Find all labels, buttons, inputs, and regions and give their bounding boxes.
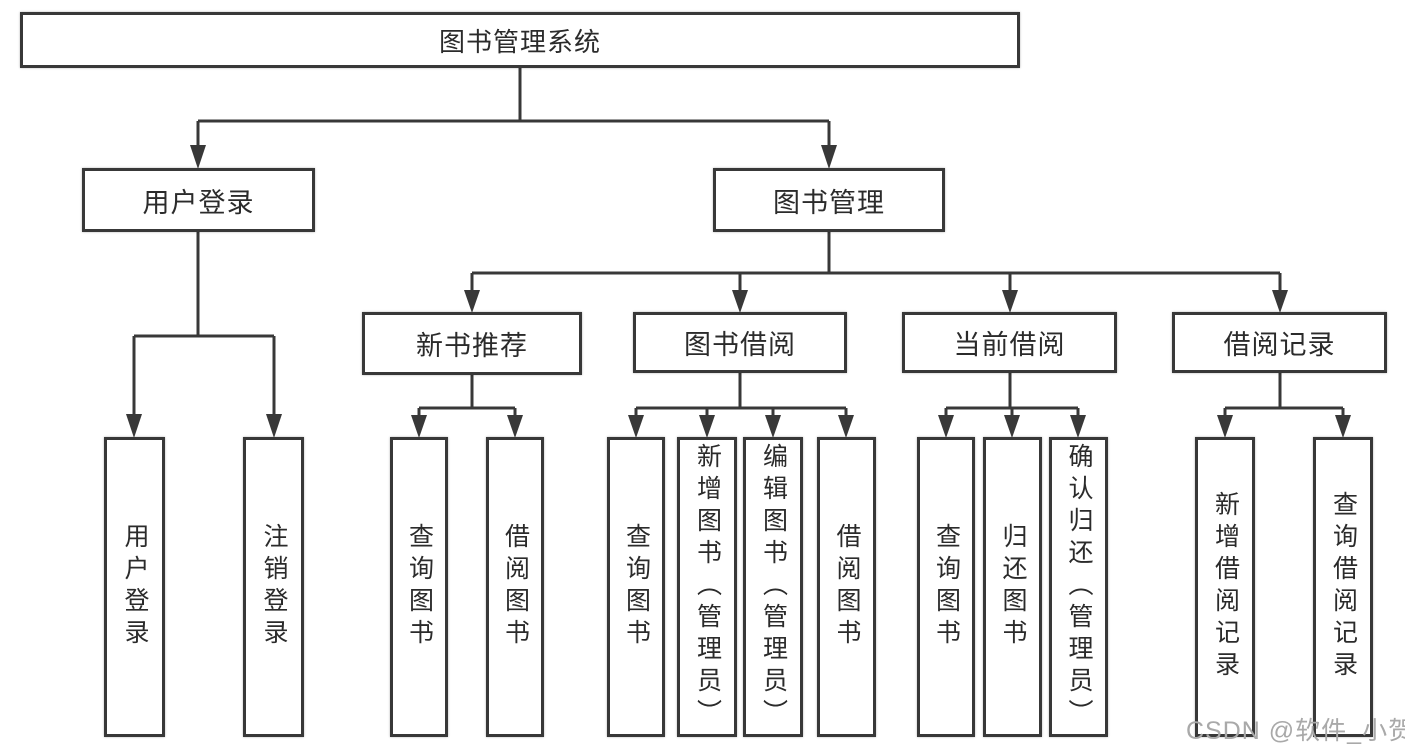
connector-new-book-children <box>417 373 517 420</box>
node-book-management: 图书管理 <box>713 168 945 232</box>
leaf-query-books-3: 查询图书 <box>917 437 975 737</box>
node-user-login: 用户登录 <box>82 168 315 232</box>
node-library-management-system: 图书管理系统 <box>20 12 1020 68</box>
arrow-down-icon <box>765 415 781 438</box>
arrow-down-icon <box>821 145 837 169</box>
connector-book-management-children <box>470 230 1282 295</box>
arrow-down-icon <box>507 415 523 438</box>
leaf-add-borrow-record: 新增借阅记录 <box>1195 437 1255 737</box>
leaf-logout: 注销登录 <box>243 437 304 737</box>
node-borrowing-records: 借阅记录 <box>1172 312 1387 373</box>
leaf-confirm-return-admin: 确认归还（管理员） <box>1049 437 1108 737</box>
leaf-borrow-books-1: 借阅图书 <box>486 437 544 737</box>
leaf-user-login: 用户登录 <box>104 437 165 737</box>
node-current-borrowing: 当前借阅 <box>902 312 1117 373</box>
leaf-add-book-admin: 新增图书（管理员） <box>677 437 737 737</box>
arrow-down-icon <box>628 415 644 438</box>
arrow-down-icon <box>732 290 748 313</box>
connector-root-to-level2 <box>196 66 831 150</box>
arrow-down-icon <box>838 415 854 438</box>
connector-user-login-children <box>132 230 276 420</box>
arrow-down-icon <box>699 415 715 438</box>
watermark: CSDN @软件_小贺同学 <box>1186 717 1405 745</box>
arrow-down-icon <box>1335 415 1351 438</box>
connector-current-borrowing-children <box>944 371 1080 420</box>
arrow-down-icon <box>1004 415 1020 438</box>
arrow-down-icon <box>190 145 206 169</box>
arrow-down-icon <box>1217 415 1233 438</box>
leaf-return-book: 归还图书 <box>983 437 1042 737</box>
arrow-down-icon <box>1272 290 1288 313</box>
leaf-query-books-2: 查询图书 <box>607 437 665 737</box>
leaf-edit-book-admin: 编辑图书（管理员） <box>743 437 803 737</box>
arrow-down-icon <box>1002 290 1018 313</box>
arrow-down-icon <box>266 414 282 438</box>
arrow-down-icon <box>938 415 954 438</box>
arrow-down-icon <box>464 290 480 313</box>
arrow-down-icon <box>1070 415 1086 438</box>
leaf-query-borrow-record: 查询借阅记录 <box>1313 437 1373 737</box>
leaf-borrow-books-2: 借阅图书 <box>817 437 876 737</box>
connector-book-borrowing-children <box>634 371 848 420</box>
connector-records-children <box>1223 371 1345 420</box>
arrow-down-icon <box>126 414 142 438</box>
node-new-book-recommendation: 新书推荐 <box>362 312 582 375</box>
node-book-borrowing: 图书借阅 <box>633 312 847 373</box>
leaf-query-books-1: 查询图书 <box>390 437 448 737</box>
arrow-down-icon <box>411 415 427 438</box>
